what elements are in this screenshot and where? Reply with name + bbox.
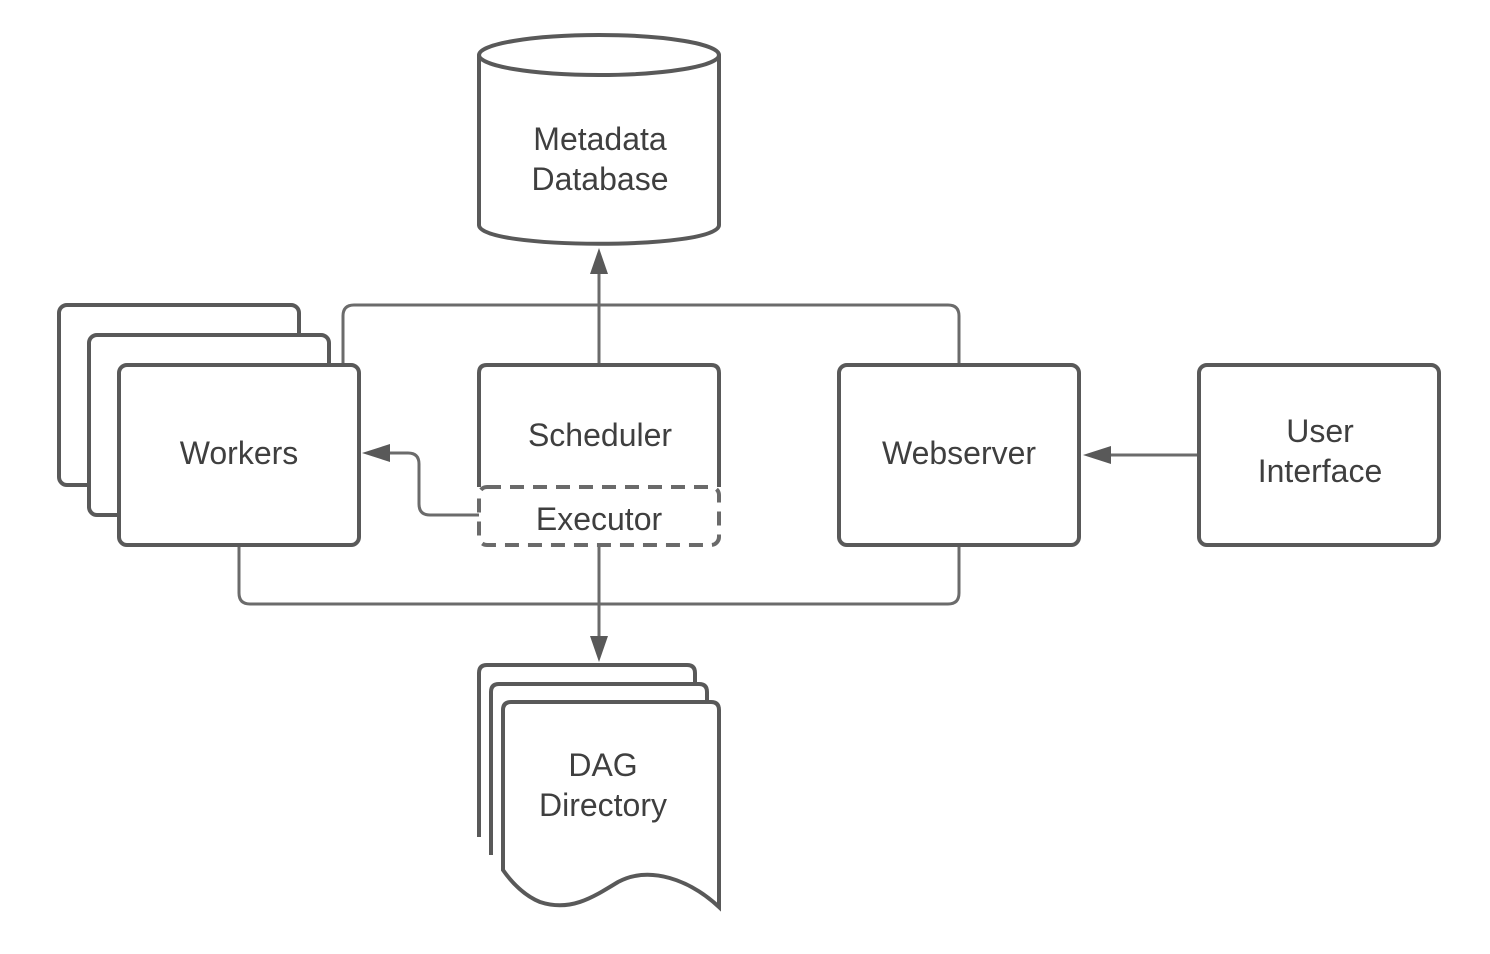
user-interface-label-line2: Interface xyxy=(1258,453,1383,489)
edge-executor-to-workers xyxy=(385,451,479,517)
dag-directory-node: DAG Directory xyxy=(477,663,721,912)
workers-node: Workers xyxy=(57,303,361,547)
metadata-database-label-line2: Database xyxy=(532,161,669,197)
dag-document-icon xyxy=(501,700,721,912)
workers-stack-front-card xyxy=(117,363,361,547)
scheduler-box xyxy=(477,363,721,487)
webserver-node: Webserver xyxy=(837,363,1081,547)
webserver-box xyxy=(837,363,1081,547)
scheduler-label: Scheduler xyxy=(528,417,672,453)
webserver-label: Webserver xyxy=(882,435,1036,471)
arrowhead-up-metadata-db xyxy=(590,248,608,274)
dag-directory-label-line2: Directory xyxy=(539,787,667,823)
arrowhead-left-webserver xyxy=(1083,446,1111,464)
scheduler-node: Scheduler Executor xyxy=(477,363,721,547)
executor-box xyxy=(477,485,721,547)
workers-label: Workers xyxy=(180,435,299,471)
user-interface-node: User Interface xyxy=(1197,363,1441,547)
connectors xyxy=(237,270,1199,640)
database-cylinder-top xyxy=(477,33,721,77)
database-cylinder-icon xyxy=(477,55,721,246)
user-interface-label-line1: User xyxy=(1286,413,1354,449)
arrowhead-left-workers xyxy=(362,444,390,462)
executor-label: Executor xyxy=(536,501,663,537)
metadata-database-label-line1: Metadata xyxy=(533,121,667,157)
user-interface-box xyxy=(1197,363,1441,547)
edge-workers-webserver-to-db-bus xyxy=(341,303,961,365)
arrowhead-down-dag-directory xyxy=(590,636,608,662)
dag-directory-label-line1: DAG xyxy=(568,747,637,783)
arrowheads xyxy=(362,248,1111,662)
metadata-database-node: Metadata Database xyxy=(477,33,721,246)
